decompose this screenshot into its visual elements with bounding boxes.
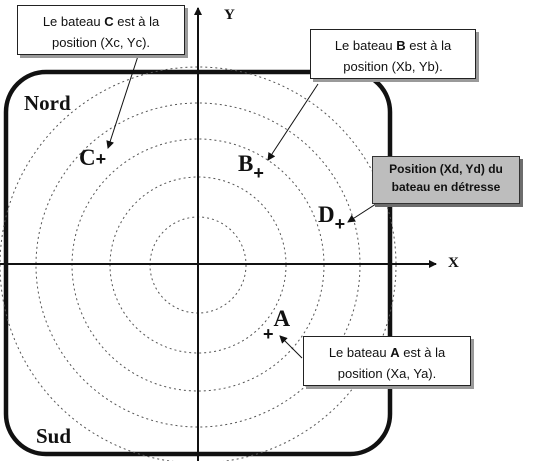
- y-axis-label: Y: [224, 7, 235, 23]
- callout-a-line2: position (Xa, Ya).: [337, 366, 437, 381]
- boat-b-letter: B: [238, 151, 254, 176]
- boat-d-marker: +: [334, 214, 346, 234]
- callout-distress-d: Position (Xd, Yd) du bateau en détresse: [372, 156, 520, 204]
- callout-d-line1: Position (Xd, Yd) du: [389, 162, 503, 176]
- callout-c-line2: position (Xc, Yc).: [51, 35, 151, 50]
- callout-c-line1: Le bateau C est à la: [42, 14, 160, 29]
- callout-a-line1: Le bateau A est à la: [328, 345, 446, 360]
- boat-c-marker: +: [95, 149, 107, 169]
- boat-b-marker: +: [253, 163, 264, 183]
- arrow-b: [267, 83, 319, 161]
- south-label: Sud: [36, 424, 72, 448]
- x-axis-label: X: [448, 255, 459, 271]
- callout-b-line2: position (Xb, Yb).: [343, 59, 443, 74]
- boat-a: +A: [263, 306, 291, 343]
- arrow-a: [279, 335, 303, 359]
- boat-d: D+: [318, 202, 345, 233]
- callout-boat-a: Le bateau A est à la position (Xa, Ya).: [303, 336, 471, 386]
- callout-boat-b: Le bateau B est à la position (Xb, Yb).: [310, 29, 476, 79]
- arrow-c: [106, 55, 139, 149]
- callout-d-line2: bateau en détresse: [391, 180, 501, 194]
- boat-b: B+: [238, 151, 264, 182]
- boat-d-letter: D: [318, 202, 335, 227]
- callout-b-line1: Le bateau B est à la: [334, 38, 452, 53]
- callout-boat-c: Le bateau C est à la position (Xc, Yc).: [17, 5, 185, 55]
- north-label: Nord: [24, 91, 71, 115]
- boat-c-letter: C: [79, 145, 96, 170]
- boat-c: C+: [79, 146, 106, 169]
- boat-a-letter: A: [273, 306, 291, 331]
- boat-a-marker: +: [263, 324, 274, 344]
